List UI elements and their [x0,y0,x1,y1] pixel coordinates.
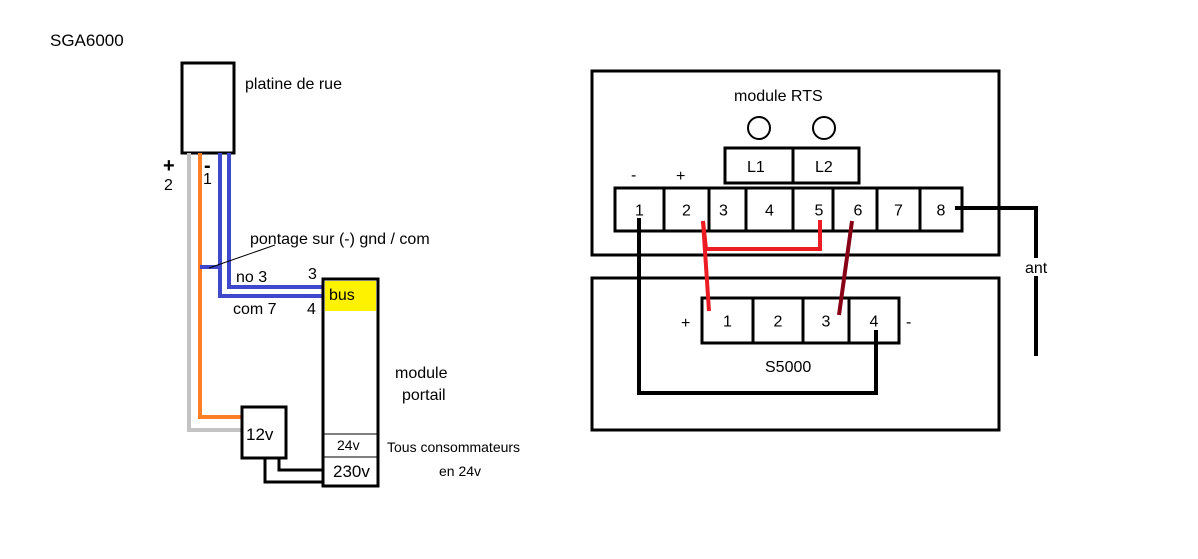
module-portail-line1: module [395,365,448,382]
consumers-line2: en 24v [439,463,481,479]
rts-terminal-7 [875,186,922,233]
blue-wire-com [218,153,326,298]
pontage-pointer [208,244,276,269]
antenna-wire [955,206,1038,356]
terminal-2-label: 2 [164,177,173,194]
bus-terminal-3: 3 [308,266,317,283]
led-label-l2: L2 [815,159,833,176]
no-label: no 3 [236,269,267,286]
pontage-label: pontage sur (-) gnd / com [250,231,430,248]
consumers-line1: Tous consommateurs [387,439,520,455]
rts-terminal-strip: 1 2 3 4 5 6 7 8 [613,186,964,233]
s5000-terminal-strip: 1 2 3 4 [700,296,901,345]
rts-terminal-label: 2 [682,203,691,220]
antenna-label-bg [1024,258,1052,276]
transformer-12v-box [240,405,288,460]
rts-terminal-label: 8 [937,203,946,220]
terminal-1-label: 1 [203,171,212,188]
rts-minus-sign: - [631,167,636,184]
power-wire-2 [263,458,323,484]
s5000-terminal-label: 1 [723,314,732,331]
s5000-title: S5000 [765,359,811,376]
power-wire-1 [277,458,323,472]
s5000-terminal-label: 4 [870,314,879,331]
rts-terminal-label: 3 [719,203,728,220]
bus-terminal [325,281,376,311]
led-l1-icon [747,116,771,140]
v24-label: 24v [337,437,360,453]
rts-terminal-label: 4 [765,203,774,220]
antenna-label: ant [1025,260,1048,277]
led-l2-icon [812,116,836,140]
led-label-l1: L1 [747,159,765,176]
s5000-terminal-label: 3 [822,314,831,331]
grey-wire [187,153,245,432]
v230-label: 230v [333,462,370,481]
rts-terminal-label: 7 [894,203,903,220]
rts-terminal-label: 1 [635,203,644,220]
bus-terminal-4: 4 [307,301,316,318]
platine-de-rue-box [180,61,236,155]
blue-wire-no [227,153,326,289]
v12-label: 12v [246,425,274,444]
rts-terminal-label: 5 [815,203,824,220]
rts-terminal-3 [707,186,748,233]
orange-wire [198,153,245,419]
minus-sign: - [204,155,211,177]
module-portail-box [321,277,380,488]
platine-label: platine de rue [245,76,342,93]
diagram-title: SGA6000 [50,31,124,50]
s5000-plus-sign: + [681,315,690,332]
bus-label: bus [329,287,355,304]
s5000-minus-sign: - [906,314,911,331]
rts-terminal-5 [791,186,835,233]
black-wire-1-to-4 [637,218,878,395]
s5000-terminal-label: 2 [774,314,783,331]
darkred-wire-6-to-3 [837,220,854,316]
red-wire-2-to-1 [701,220,711,312]
rts-terminal-4 [744,186,795,233]
com-label: com 7 [233,301,277,318]
rts-terminal-label: 6 [854,203,863,220]
rts-title: module RTS [734,88,823,105]
plus-sign: + [163,155,175,177]
rts-plus-sign: + [676,168,685,185]
module-portail-line2: portail [402,387,446,404]
